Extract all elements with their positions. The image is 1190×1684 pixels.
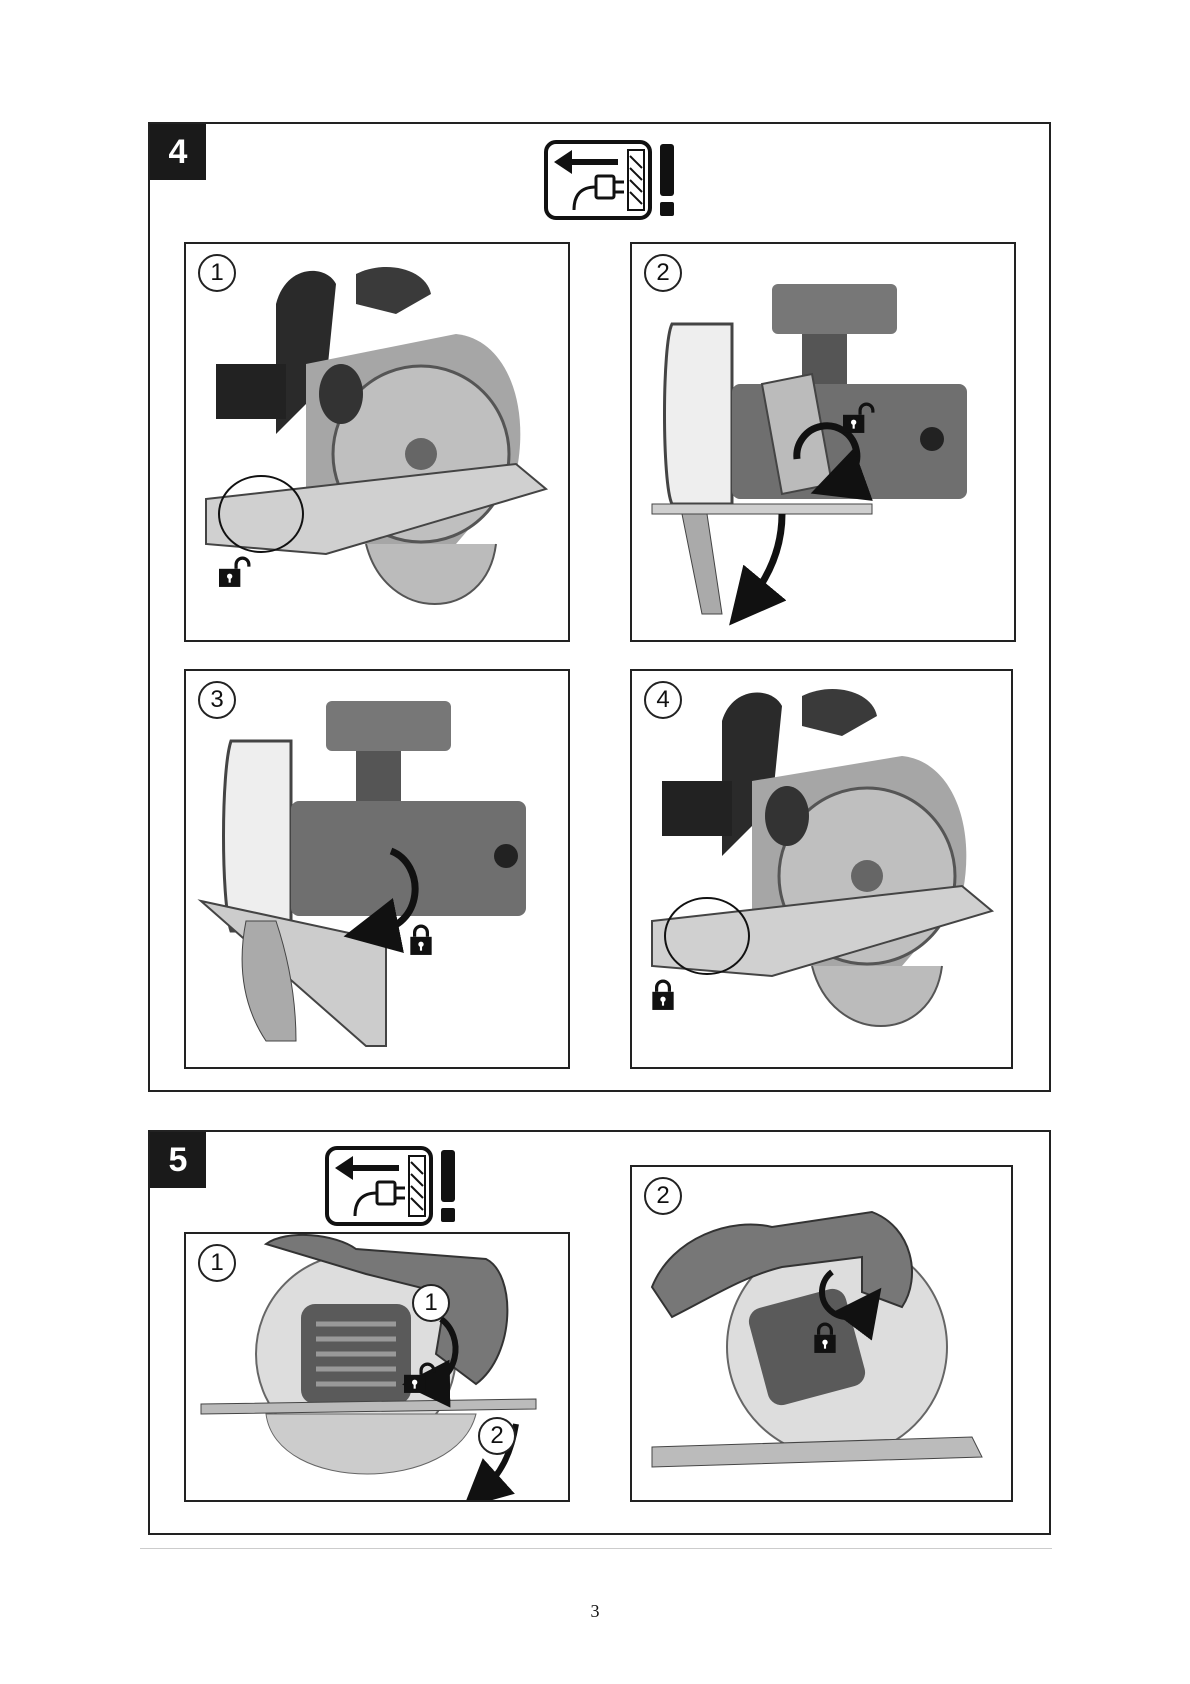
step-number: 2 bbox=[644, 254, 682, 292]
step-panel-2: 2 bbox=[630, 1165, 1013, 1502]
circular-saw-illustration bbox=[205, 266, 549, 605]
step-panel-2: 2 bbox=[630, 242, 1016, 642]
step-number: 2 bbox=[644, 1177, 682, 1215]
step-panel-3: 3 bbox=[184, 669, 570, 1069]
circular-saw-illustration bbox=[197, 701, 526, 1047]
section-4: 4 1 2 bbox=[148, 122, 1051, 1092]
callout-number: 1 bbox=[412, 1284, 450, 1322]
unplug-warning-icon bbox=[325, 1146, 465, 1226]
step-number: 4 bbox=[644, 681, 682, 719]
section-number: 4 bbox=[150, 124, 206, 180]
step-number: 1 bbox=[198, 254, 236, 292]
unlock-icon bbox=[401, 1362, 439, 1394]
page-number: 3 bbox=[590, 1601, 600, 1621]
section-5: 5 1 1 2 2 bbox=[148, 1130, 1051, 1535]
lock-icon bbox=[650, 979, 676, 1011]
section-number: 5 bbox=[150, 1132, 206, 1188]
footer-rule bbox=[140, 1548, 1052, 1549]
unlock-icon bbox=[216, 556, 254, 588]
circular-saw-illustration bbox=[200, 1234, 537, 1500]
step-panel-1: 1 1 2 bbox=[184, 1232, 570, 1502]
step-number: 3 bbox=[198, 681, 236, 719]
step-number: 1 bbox=[198, 1244, 236, 1282]
circular-saw-illustration bbox=[650, 1210, 983, 1468]
unlock-icon bbox=[840, 402, 878, 434]
circular-saw-illustration bbox=[651, 688, 995, 1027]
step-panel-4: 4 bbox=[630, 669, 1013, 1069]
lock-icon bbox=[812, 1322, 838, 1354]
lock-icon bbox=[408, 924, 434, 956]
callout-number: 2 bbox=[478, 1417, 516, 1455]
step-panel-1: 1 bbox=[184, 242, 570, 642]
unplug-warning-icon bbox=[544, 140, 684, 220]
circular-saw-illustration bbox=[651, 284, 967, 626]
